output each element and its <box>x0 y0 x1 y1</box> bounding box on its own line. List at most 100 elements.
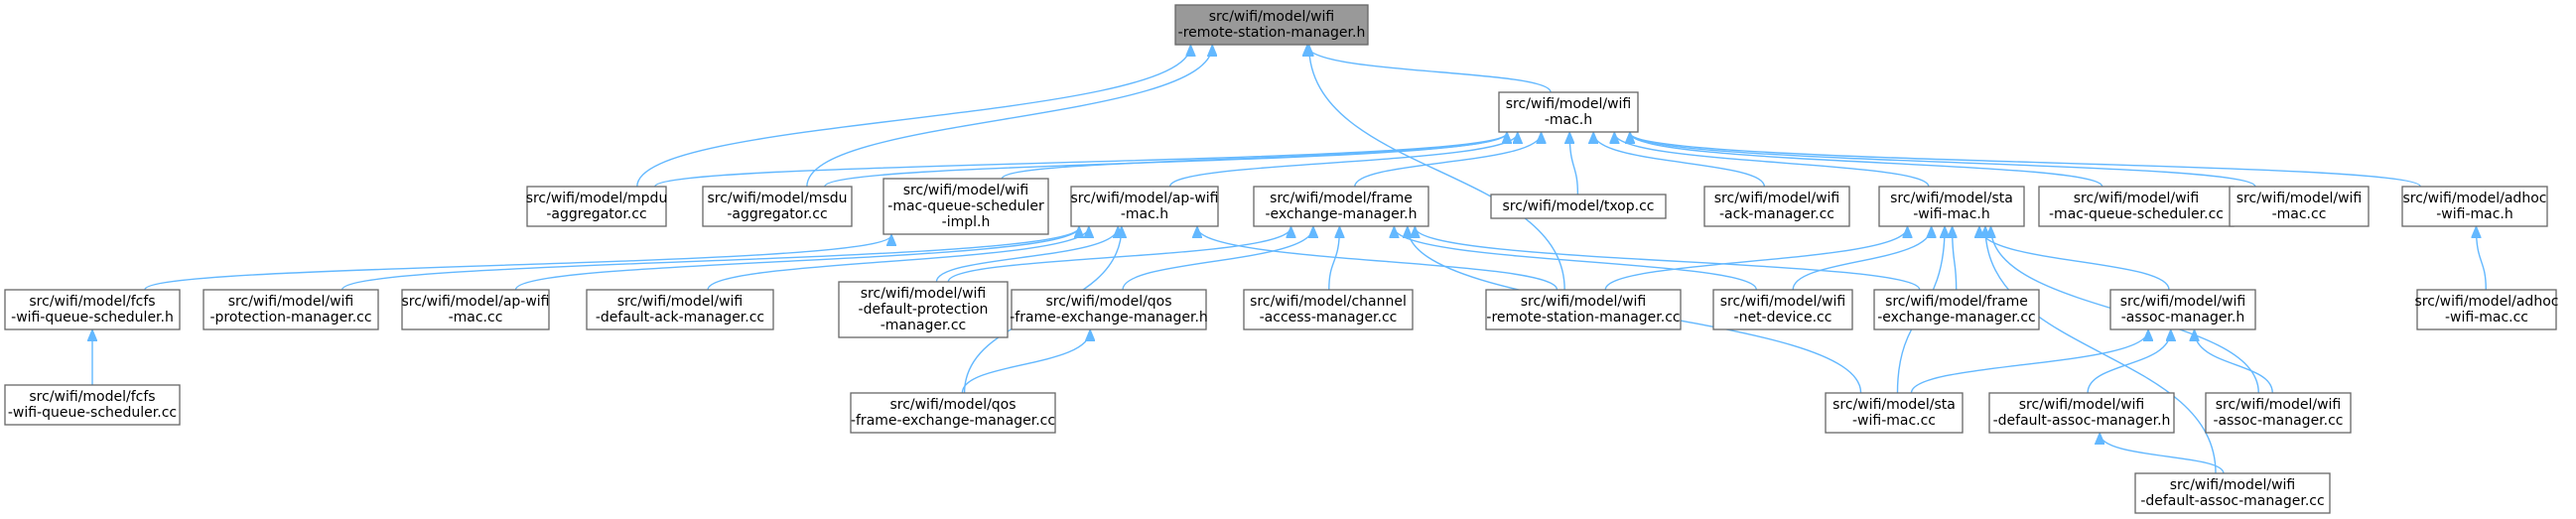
node-box <box>401 289 550 330</box>
node-def-prot-cc[interactable]: src/wifi/model/wifi-default-protection-m… <box>838 281 1009 338</box>
node-ap-mac-h[interactable]: src/wifi/model/ap-wifi-mac.h <box>1070 186 1219 227</box>
edge-txop-cc-to-wifi-mac-h <box>1569 133 1579 195</box>
node-qos-fem-h[interactable]: src/wifi/model/qos-frame-exchange-manage… <box>1010 289 1208 330</box>
node-adhoc-cc[interactable]: src/wifi/model/adhoc-wifi-mac.cc <box>2415 289 2559 330</box>
node-label-line: -ack-manager.cc <box>1719 206 1834 222</box>
node-mqs-impl-h[interactable]: src/wifi/model/wifi-mac-queue-scheduler-… <box>882 178 1049 235</box>
node-def-ack-cc[interactable]: src/wifi/model/wifi-default-ack-manager.… <box>586 289 774 330</box>
node-label-line: src/wifi/model/channel <box>1250 294 1407 310</box>
node-label-line: -exchange-manager.cc <box>1877 310 2036 325</box>
node-sta-mac-cc[interactable]: src/wifi/model/sta-wifi-mac.cc <box>1825 392 1964 434</box>
edge-qos-fem-cc-to-qos-fem-h <box>961 330 1090 394</box>
node-label-line: src/wifi/model/frame <box>1885 294 2028 310</box>
node-netdev-cc[interactable]: src/wifi/model/wifi-net-device.cc <box>1712 289 1853 330</box>
node-label-line: -default-assoc-manager.h <box>1993 413 2171 429</box>
nodes-layer: src/wifi/model/wifi-remote-station-manag… <box>4 4 2559 514</box>
node-label-line: -assoc-manager.cc <box>2213 413 2343 429</box>
node-box <box>1011 289 1207 330</box>
node-assoc-h[interactable]: src/wifi/model/wifi-assoc-manager.h <box>2109 289 2256 330</box>
node-qos-fem-cc[interactable]: src/wifi/model/qos-frame-exchange-manage… <box>850 392 1056 434</box>
node-wifi-mac-cc[interactable]: src/wifi/model/wifi-mac.cc <box>2229 186 2370 227</box>
edge-rsm-cc-to-rsm-h <box>1309 46 1565 291</box>
edge-wifi-mac-cc-to-wifi-mac-h <box>1630 133 2256 188</box>
edge-mpdu-agg-to-rsm-h <box>636 46 1191 188</box>
edge-fcfs-h-to-mqs-impl-h <box>144 235 891 291</box>
node-sta-mac-h[interactable]: src/wifi/model/sta-wifi-mac.h <box>1878 186 2025 227</box>
node-label-line: -mac.cc <box>2272 206 2327 222</box>
node-ap-mac-cc[interactable]: src/wifi/model/ap-wifi-mac.cc <box>401 289 550 330</box>
node-label-line: src/wifi/model/wifi <box>861 286 987 302</box>
node-box <box>586 289 774 330</box>
node-ack-mgr-cc[interactable]: src/wifi/model/wifi-ack-manager.cc <box>1703 186 1850 227</box>
node-label-line: src/wifi/model/qos <box>1045 294 1171 310</box>
node-label-line: -exchange-manager.h <box>1266 206 1418 222</box>
edge-def-assoc-h-to-assoc-h <box>2087 330 2171 394</box>
node-rsm-h[interactable]: src/wifi/model/wifi-remote-station-manag… <box>1174 4 1369 46</box>
edge-fem-h-to-wifi-mac-h <box>1354 133 1542 188</box>
node-box <box>1703 186 1850 227</box>
node-label-line: src/wifi/model/wifi <box>1506 96 1632 112</box>
node-box <box>2401 186 2548 227</box>
node-box <box>1988 392 2175 434</box>
edge-def-assoc-cc-to-sta-mac-h <box>1985 227 2217 474</box>
node-label-line: -default-assoc-manager.cc <box>2140 493 2324 509</box>
node-label-line: -frame-exchange-manager.h <box>1010 310 1208 325</box>
node-box <box>1070 186 1219 227</box>
node-box <box>838 281 1009 338</box>
edge-adhoc-h-to-wifi-mac-h <box>1630 133 2421 188</box>
node-box <box>2109 289 2256 330</box>
node-label-line: -wifi-mac.cc <box>1852 413 1936 429</box>
edge-netdev-cc-to-fem-h <box>1394 227 1757 291</box>
node-label-line: src/wifi/model/wifi <box>1521 294 1647 310</box>
node-box <box>1825 392 1964 434</box>
edge-prot-mgr-cc-to-ap-mac-h <box>340 227 1079 291</box>
node-label-line: src/wifi/model/wifi <box>2019 397 2145 413</box>
node-label-line: -mac.h <box>1121 206 1168 222</box>
node-fcfs-h[interactable]: src/wifi/model/fcfs-wifi-queue-scheduler… <box>4 289 181 330</box>
node-cam-cc[interactable]: src/wifi/model/channel-access-manager.cc <box>1243 289 1414 330</box>
node-label-line: -default-protection <box>859 302 989 318</box>
node-box <box>2134 472 2331 514</box>
node-fcfs-cc[interactable]: src/wifi/model/fcfs-wifi-queue-scheduler… <box>4 384 181 426</box>
node-box <box>1243 289 1414 330</box>
node-assoc-cc[interactable]: src/wifi/model/wifi-assoc-manager.cc <box>2205 392 2352 434</box>
node-box <box>2229 186 2370 227</box>
edge-wifi-mac-h-to-rsm-h <box>1307 46 1552 93</box>
node-label-line: -aggregator.cc <box>727 206 827 222</box>
node-mqs-cc[interactable]: src/wifi/model/wifi-mac-queue-scheduler.… <box>2038 186 2235 227</box>
edge-qos-fem-h-to-fem-h <box>1122 227 1313 291</box>
node-def-assoc-h[interactable]: src/wifi/model/wifi-default-assoc-manage… <box>1988 392 2175 434</box>
node-label-line: -remote-station-manager.h <box>1178 25 1366 41</box>
node-msdu-agg[interactable]: src/wifi/model/msdu-aggregator.cc <box>702 186 853 227</box>
node-def-assoc-cc[interactable]: src/wifi/model/wifi-default-assoc-manage… <box>2134 472 2331 514</box>
node-label-line: -wifi-mac.h <box>2436 206 2513 222</box>
edge-sta-mac-h-to-wifi-mac-h <box>1614 133 1930 188</box>
edge-rsm-cc-to-sta-mac-h <box>1604 227 1907 291</box>
node-prot-mgr-cc[interactable]: src/wifi/model/wifi-protection-manager.c… <box>203 289 379 330</box>
node-fem-cc[interactable]: src/wifi/model/frame-exchange-manager.cc <box>1873 289 2040 330</box>
node-label-line: src/wifi/model/frame <box>1270 191 1413 206</box>
node-txop-cc[interactable]: src/wifi/model/txop.cc <box>1490 194 1667 219</box>
node-label-line: src/wifi/model/wifi <box>2237 191 2363 206</box>
node-label-line: src/wifi/model/sta <box>1890 191 2013 206</box>
node-box <box>203 289 379 330</box>
node-label-line: -access-manager.cc <box>1260 310 1398 325</box>
edge-sta-mac-cc-to-assoc-h <box>1910 330 2148 394</box>
node-label-line: -frame-exchange-manager.cc <box>851 413 1055 429</box>
node-rsm-cc[interactable]: src/wifi/model/wifi-remote-station-manag… <box>1485 289 1682 330</box>
node-label-line: src/wifi/model/adhoc <box>2415 294 2559 310</box>
edge-mpdu-agg-to-wifi-mac-h <box>654 133 1507 188</box>
node-label-line: -mac-queue-scheduler.cc <box>2049 206 2224 222</box>
node-label-line: -assoc-manager.h <box>2121 310 2245 325</box>
node-label-line: src/wifi/model/wifi <box>2216 397 2342 413</box>
node-label-line: src/wifi/model/msdu <box>707 191 847 206</box>
node-wifi-mac-h[interactable]: src/wifi/model/wifi-mac.h <box>1498 91 1639 133</box>
node-fem-h[interactable]: src/wifi/model/frame-exchange-manager.h <box>1253 186 1429 227</box>
node-box <box>1878 186 2025 227</box>
node-adhoc-h[interactable]: src/wifi/model/adhoc-wifi-mac.h <box>2401 186 2548 227</box>
node-label-line: src/wifi/model/wifi <box>1209 9 1335 25</box>
node-mpdu-agg[interactable]: src/wifi/model/mpdu-aggregator.cc <box>526 186 668 227</box>
node-box <box>1174 4 1369 46</box>
node-label-line: src/wifi/model/wifi <box>2170 477 2296 493</box>
